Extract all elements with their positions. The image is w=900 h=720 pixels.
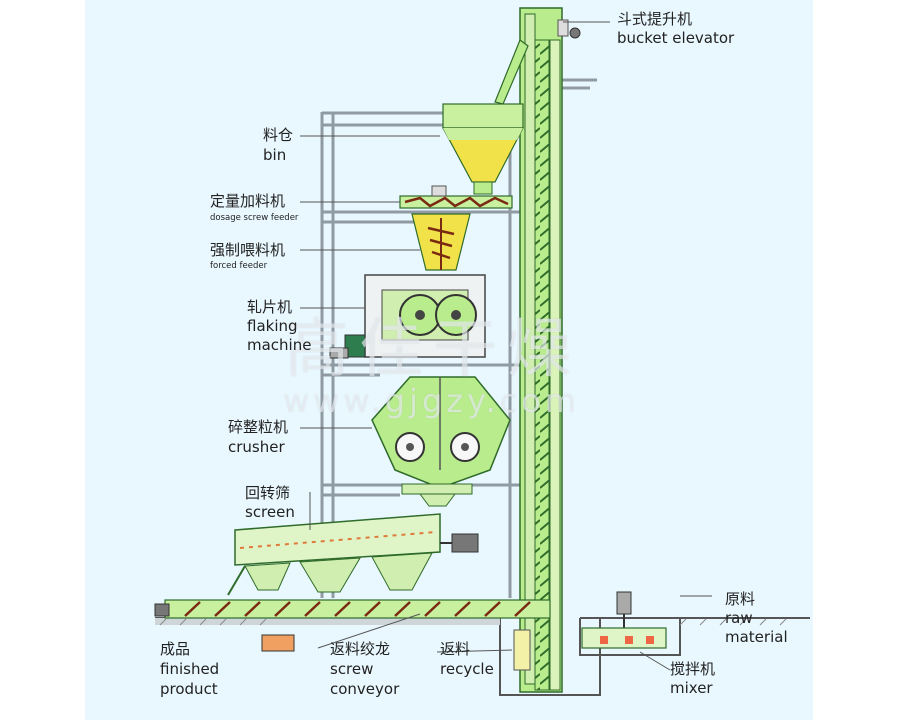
raw-material-label: 原料 raw material: [725, 590, 788, 646]
mixer-label: 搅拌机 mixer: [670, 660, 716, 697]
ground: [155, 617, 810, 696]
process-diagram: [154, 7, 810, 696]
diagram-canvas: 高佳干燥 www.gjgzy.com 斗式提升机 bucket elevator…: [85, 0, 813, 720]
crusher-label: 碎整粒机 crusher: [228, 418, 289, 456]
screen-label: 回转筛 screen: [245, 484, 295, 521]
dosage-screw-feeder-label: 定量加料机 dosage screw feeder: [210, 192, 299, 223]
leader-lines: [300, 21, 712, 671]
screw-conveyor-label: 返料绞龙 screw conveyor: [330, 640, 400, 698]
forced-feeder: [411, 213, 471, 271]
crusher: [371, 376, 511, 507]
screw-conveyor: [154, 599, 551, 619]
mixer: [581, 591, 667, 649]
dosage-screw-feeder: [399, 185, 513, 209]
finished-product-label: 成品 finished product: [160, 640, 220, 698]
bin-label: 料仓 bin: [263, 126, 294, 164]
bucket-elevator-label: 斗式提升机 bucket elevator: [617, 10, 735, 47]
forced-feeder-label: 强制喂料机 forced feeder: [210, 241, 286, 271]
bucket-elevator: [494, 7, 581, 693]
bin: [441, 103, 524, 195]
flaking-machine-label: 轧片机 flaking machine: [247, 298, 312, 354]
flaking-machine: [329, 274, 486, 359]
finished-product-tray: [261, 634, 295, 652]
recycle-label: 返料 recycle: [440, 640, 494, 678]
rotary-screen: [227, 513, 479, 596]
